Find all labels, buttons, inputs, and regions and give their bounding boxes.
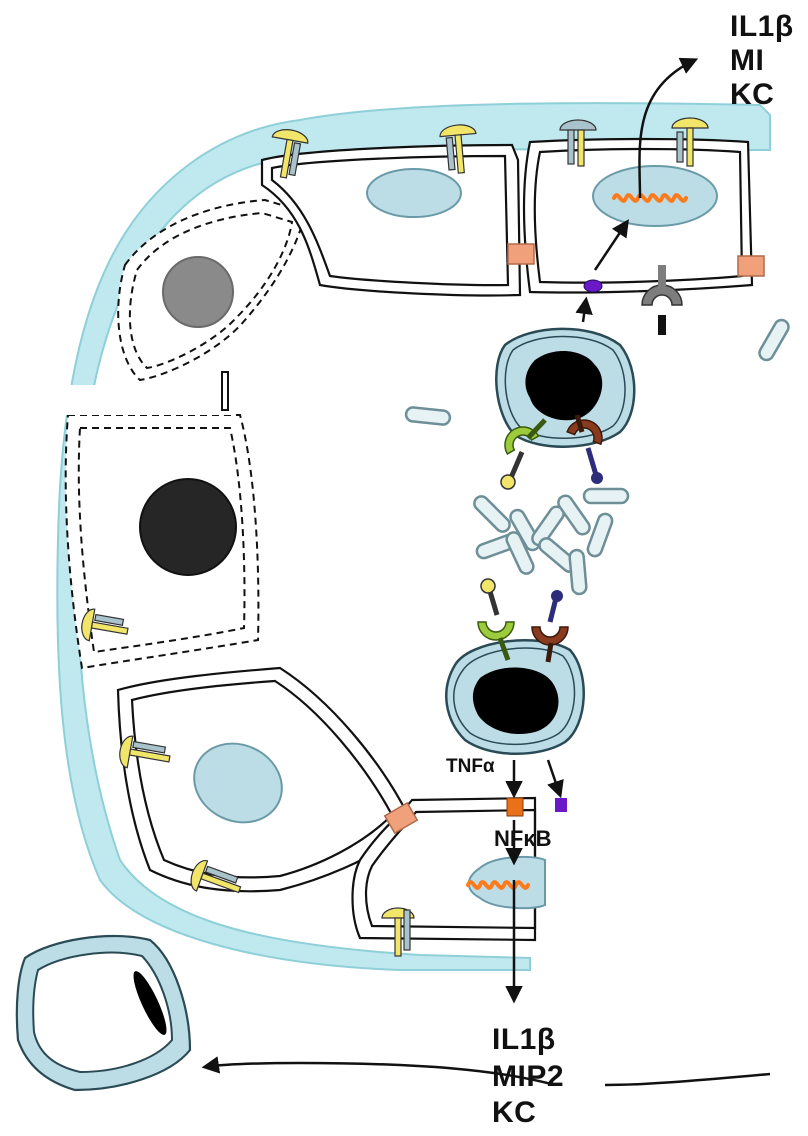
signal-square-purple bbox=[555, 798, 567, 812]
grey-nucleus bbox=[163, 257, 233, 327]
label-bottom-line1: IL1β bbox=[492, 1025, 556, 1055]
label-bottom-line3: KC bbox=[492, 1098, 536, 1128]
epithelial-cell-top-middle bbox=[262, 145, 520, 295]
label-bottom-line2: MIP2 bbox=[492, 1062, 564, 1092]
blood-vessel bbox=[17, 936, 190, 1090]
nucleus-top-middle bbox=[367, 169, 461, 217]
tight-junction bbox=[508, 244, 534, 264]
signal-square-orange bbox=[507, 798, 523, 816]
label-top-right-line3: KC bbox=[730, 80, 774, 110]
label-top-right-line1: IL1β bbox=[730, 12, 794, 42]
epithelial-cell-top-right bbox=[524, 139, 752, 293]
label-nfkb: NFκB bbox=[494, 828, 551, 850]
mushroom-receptor-icon bbox=[498, 420, 545, 489]
dna-coil-icon-top bbox=[614, 195, 686, 201]
black-nucleus bbox=[140, 479, 236, 575]
dashed-cell-lower bbox=[66, 415, 259, 668]
label-tnf: TNFα bbox=[446, 757, 495, 776]
macrophage-bottom bbox=[446, 640, 583, 754]
tight-junction bbox=[738, 256, 764, 276]
signal-dot-purple bbox=[584, 280, 602, 292]
label-top-right-line2: MI bbox=[730, 46, 764, 76]
